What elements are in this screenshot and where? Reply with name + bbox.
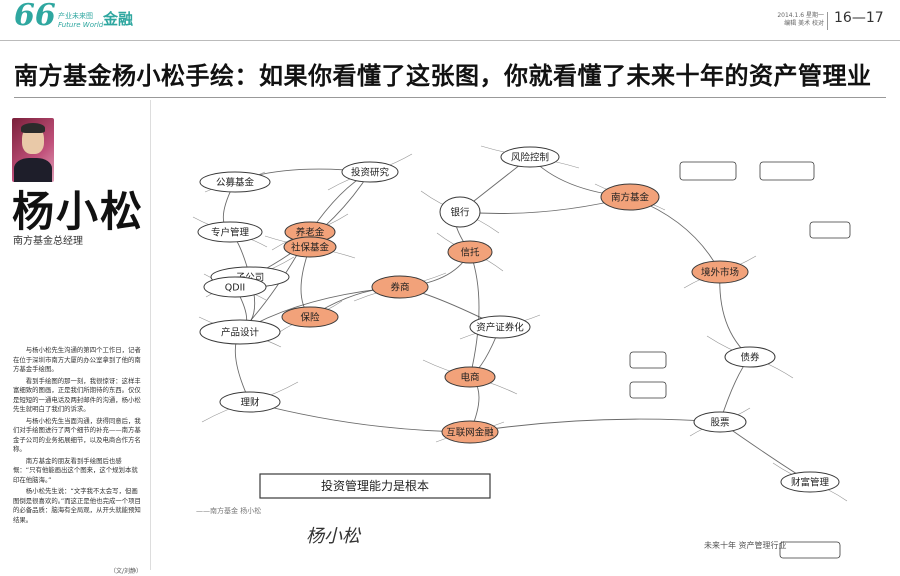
mindmap-svg: 公募基金专户管理子公司QDII养老金社保基金保险银行券商信托资产证券化电商互联网… [160,102,894,574]
article-paragraph: 与杨小松先生沟通的第四个工作日，记者在位于深圳市南方大厦的办公室拿到了他的南方基… [13,346,141,375]
date-text: 2014.1.6 星期一 [752,12,824,20]
mindmap-node-label: 银行 [450,207,470,219]
article-body: 与杨小松先生沟通的第四个工作日，记者在位于深圳市南方大厦的办公室拿到了他的南方基… [13,346,141,527]
masthead: 66 产业未来图 Future World 金融 2014.1.6 星期一 编辑… [0,0,900,40]
portrait-hair [21,123,45,133]
mindmap-note-box [760,162,814,180]
mindmap-link [301,247,310,317]
person-name: 杨小松 [12,178,144,239]
article-paragraph: 与杨小松先生当面沟通，获得同意后，我们对手绘图进行了两个细节的补充——南方基金子… [13,417,141,455]
section-subtitle-cn: 产业未来图 [58,12,103,21]
article-byline: （文/刘静） [110,566,142,575]
mindmap-node-label: 信托 [460,247,480,259]
mindmap-note-box [630,352,666,368]
sketch-caption-right: 未来十年 资产管理行业 [704,540,787,551]
page-numbers: 16—17 [834,10,884,26]
mindmap-node-label: 债券 [740,352,760,364]
article-paragraph: 南方基金的朋友看到手绘图后也感慨：“只有他能画出这个图来，这个规划本就印在他脑海… [13,457,141,486]
mindmap-note-box [810,222,850,238]
mindmap-link [250,402,470,432]
person-role: 南方基金总经理 [13,232,83,247]
mindmap-node-label: 保险 [300,312,320,324]
mindmap-node-label: 社保基金 [291,242,330,254]
credits-text: 编辑 美术 校对 [752,20,824,28]
date-line: 2014.1.6 星期一 编辑 美术 校对 [752,12,824,28]
mindmap-node-label: 券商 [390,282,409,294]
headline: 南方基金杨小松手绘：如果你看懂了这张图，你就看懂了未来十年的资产管理业 [14,56,894,91]
masthead-rule [0,40,900,41]
mindmap-node-label: QDII [225,283,245,294]
mindmap-link [720,272,750,357]
signature: 杨小松 [306,522,360,548]
mindmap-node-label: 资产证券化 [476,322,524,334]
mindmap-node-label: 财富管理 [791,477,830,489]
mindmap-node-label: 理财 [240,397,260,409]
sketch-caption-left: ——南方基金 杨小松 [196,506,261,516]
mindmap-node-label: 风险控制 [511,152,549,164]
section-subtitle: 产业未来图 Future World [58,12,103,30]
mindmap-link [470,419,720,432]
mindmap-node-label: 境外市场 [701,267,739,279]
mindmap-note-box [780,542,840,558]
masthead-separator [827,12,828,30]
article-paragraph: 杨小松先生说：“文字我不太会写，但画图倒是很喜欢的。”而这正是他也完成一个项目的… [13,487,141,525]
mindmap-node-label: 投资研究 [351,167,390,179]
mindmap-note-box [680,162,736,180]
mindmap-node-label: 互联网金融 [446,427,494,439]
mindmap-node-label: 公募基金 [216,177,255,189]
portrait-photo [12,118,54,182]
mindmap-node-label: 专户管理 [211,227,250,239]
hand-drawn-mindmap: 公募基金专户管理子公司QDII养老金社保基金保险银行券商信托资产证券化电商互联网… [160,102,894,574]
section-subtitle-en: Future World [58,21,103,30]
mindmap-banner-text: 投资管理能力是根本 [321,478,429,493]
mindmap-node-label: 产品设计 [221,327,260,339]
issue-number: 66 [14,0,56,33]
section-title: 金融 [103,8,133,29]
article-paragraph: 看到手绘图的那一刻，我很惊讶：这样丰富细致的图画，正是我们所期待的东西。仅仅是短… [13,377,141,415]
mindmap-note-box [630,382,666,398]
column-divider [150,100,151,570]
mindmap-node-label: 电商 [460,372,479,384]
mindmap-node-label: 南方基金 [611,192,650,204]
mindmap-node-label: 股票 [710,418,730,429]
